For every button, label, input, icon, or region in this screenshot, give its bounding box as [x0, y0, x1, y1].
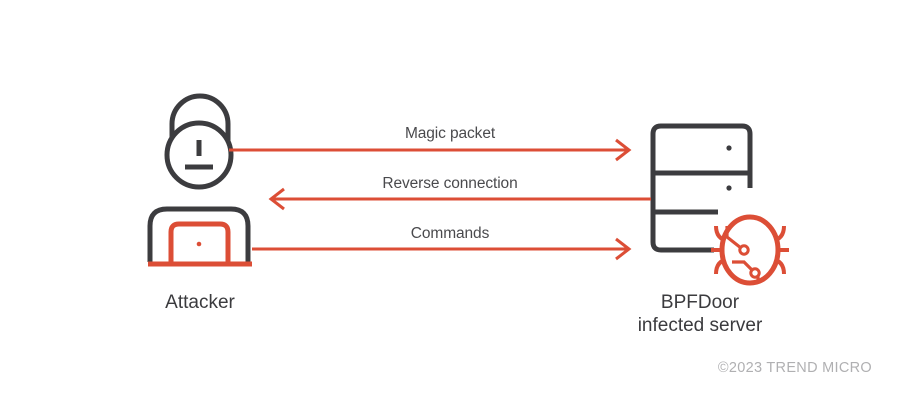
server-led-dot-lower [726, 185, 732, 191]
node-caption-infected-server-line-1: BPFDoor [660, 292, 740, 313]
bug-icon [711, 214, 789, 286]
flow-arrow-magic-packet-head [615, 138, 632, 162]
attacker-icon [147, 93, 252, 267]
attacker-shoulders-shape [147, 206, 251, 262]
flow-arrow-commands [252, 237, 632, 261]
bug-circuit-trace-upper [725, 226, 742, 250]
node-caption-infected-server-line-2: infected server [637, 315, 763, 336]
server-icon [650, 123, 753, 253]
flow-arrow-commands-head [615, 237, 632, 261]
bug-body-shell [719, 214, 781, 286]
flow-arrow-reverse-connection [268, 187, 651, 211]
bug-circuit-node-upper [738, 244, 750, 256]
flow-arrow-reverse-connection-head [268, 187, 285, 211]
flow-label-magic-packet: Magic packet [404, 125, 496, 142]
server-body-outline [650, 123, 753, 253]
node-caption-attacker-line-1: Attacker [165, 292, 235, 313]
server-led-dot-upper [726, 145, 732, 151]
bug-circuit-node-lower [749, 267, 761, 279]
copyright-notice: ©2023 TREND MICRO [717, 360, 872, 376]
flow-label-commands: Commands [410, 225, 490, 242]
attacker-laptop-screen [168, 221, 231, 262]
node-caption-infected-server: BPFDoor infected server [638, 291, 763, 337]
flow-arrow-magic-packet [229, 138, 632, 162]
flow-label-reverse-connection: Reverse connection [382, 175, 518, 192]
node-caption-attacker: Attacker [165, 291, 235, 314]
attacker-laptop-camera-dot [196, 241, 202, 247]
bug-circuit-trace-lower [732, 260, 754, 272]
